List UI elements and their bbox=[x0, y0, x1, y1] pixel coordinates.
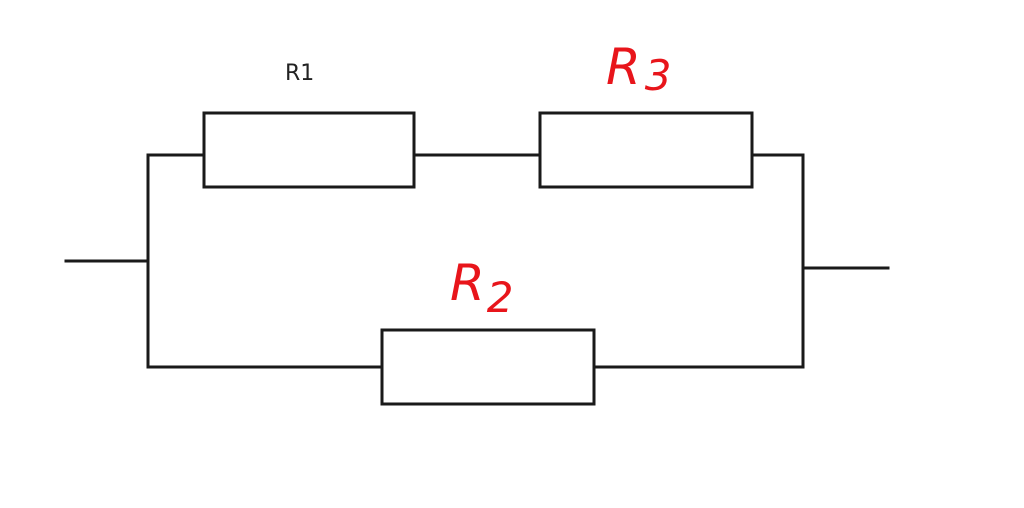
label-r3-subscript: 3 bbox=[645, 51, 672, 100]
label-r2-subscript: 2 bbox=[487, 273, 514, 322]
label-r3: R3 bbox=[606, 38, 671, 100]
label-r2-letter: R bbox=[450, 254, 485, 312]
label-r3-letter: R bbox=[606, 38, 641, 96]
label-r2: R2 bbox=[450, 254, 513, 322]
resistor-r3 bbox=[538, 111, 754, 189]
resistor-r1 bbox=[202, 111, 416, 189]
label-r1: R1 bbox=[285, 61, 314, 86]
resistor-r2 bbox=[380, 328, 596, 406]
